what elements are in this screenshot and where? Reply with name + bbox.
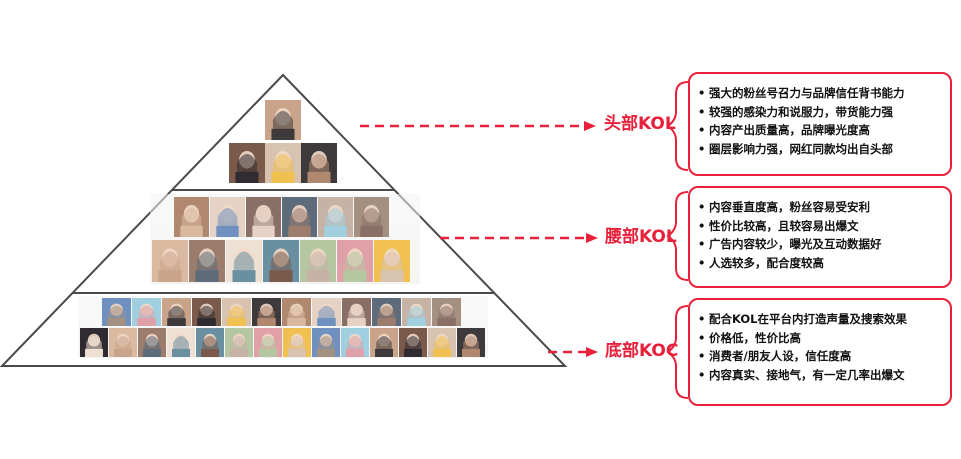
influencer-photo (222, 298, 251, 326)
influencer-photo (225, 328, 253, 357)
influencer-photo (354, 197, 389, 237)
influencer-photo (263, 240, 299, 282)
tier-label-waist: 腰部KOL (605, 227, 677, 247)
influencer-photo (265, 143, 301, 183)
base-point-4: 内容真实、接地气，有一定几率出爆文 (698, 366, 944, 385)
influencer-photo (312, 328, 340, 357)
influencer-photos (80, 100, 485, 357)
influencer-photo (282, 298, 311, 326)
influencer-photo (457, 328, 485, 357)
waist-point-3: 广告内容较少，曝光及互动数据好 (698, 235, 944, 254)
head-kol-features-box: 强大的粉丝号召力与品牌信任背书能力 较强的感染力和说服力，带货能力强 内容产出质… (688, 72, 952, 176)
influencer-photo (226, 240, 262, 282)
influencer-photo (254, 328, 282, 357)
base-point-1: 配合KOL在平台内打造声量及搜索效果 (698, 310, 944, 329)
tier-label-base: 底部KOC (605, 341, 679, 361)
influencer-photo (341, 328, 369, 357)
influencer-photo (109, 328, 137, 357)
waist-point-4: 人选较多，配合度较高 (698, 254, 944, 273)
influencer-photo (167, 328, 195, 357)
influencer-photo (432, 298, 461, 326)
influencer-photo (265, 100, 301, 140)
influencer-photo (312, 298, 341, 326)
influencer-photo (132, 298, 161, 326)
base-koc-features-box: 配合KOL在平台内打造声量及搜索效果 价格低，性价比高 消费者/朋友人设，信任度… (688, 298, 952, 406)
influencer-photo (318, 197, 353, 237)
influencer-photo (152, 240, 188, 282)
influencer-photo (374, 240, 410, 282)
influencer-photo (399, 328, 427, 357)
influencer-photo (189, 240, 225, 282)
bracket-top (666, 81, 689, 171)
influencer-photo (342, 298, 371, 326)
tier-label-head: 头部KOL (604, 114, 676, 134)
influencer-photo (301, 143, 337, 183)
influencer-photo (372, 298, 401, 326)
head-point-3: 内容产出质量高，品牌曝光度高 (698, 121, 944, 140)
head-point-2: 较强的感染力和说服力，带货能力强 (698, 103, 944, 122)
influencer-photo (174, 197, 209, 237)
influencer-photo (229, 143, 265, 183)
influencer-photo (370, 328, 398, 357)
influencer-photo (300, 240, 336, 282)
connector-middle-arrow (586, 233, 598, 243)
bracket-middle (666, 191, 689, 281)
influencer-photo (282, 197, 317, 237)
waist-point-1: 内容垂直度高，粉丝容易受安利 (698, 198, 944, 217)
head-point-4: 圈层影响力强，网红同款均出自头部 (698, 140, 944, 159)
influencer-photo (246, 197, 281, 237)
head-point-1: 强大的粉丝号召力与品牌信任背书能力 (698, 84, 944, 103)
influencer-photo (283, 328, 311, 357)
base-point-3: 消费者/朋友人设，信任度高 (698, 347, 944, 366)
waist-kol-features-box: 内容垂直度高，粉丝容易受安利 性价比较高，且较容易出爆文 广告内容较少，曝光及互… (688, 186, 952, 288)
influencer-photo (210, 197, 245, 237)
influencer-photo (162, 298, 191, 326)
bracket-bottom (666, 305, 689, 399)
base-point-2: 价格低，性价比高 (698, 329, 944, 348)
waist-point-2: 性价比较高，且较容易出爆文 (698, 217, 944, 236)
connector-bottom-arrow (586, 347, 598, 357)
influencer-photo (252, 298, 281, 326)
connector-top-arrow (584, 121, 596, 131)
influencer-photo (337, 240, 373, 282)
influencer-photo (196, 328, 224, 357)
influencer-photo (192, 298, 221, 326)
influencer-photo (80, 328, 108, 357)
influencer-photo (402, 298, 431, 326)
influencer-photo (428, 328, 456, 357)
influencer-photo (102, 298, 131, 326)
influencer-photo (138, 328, 166, 357)
